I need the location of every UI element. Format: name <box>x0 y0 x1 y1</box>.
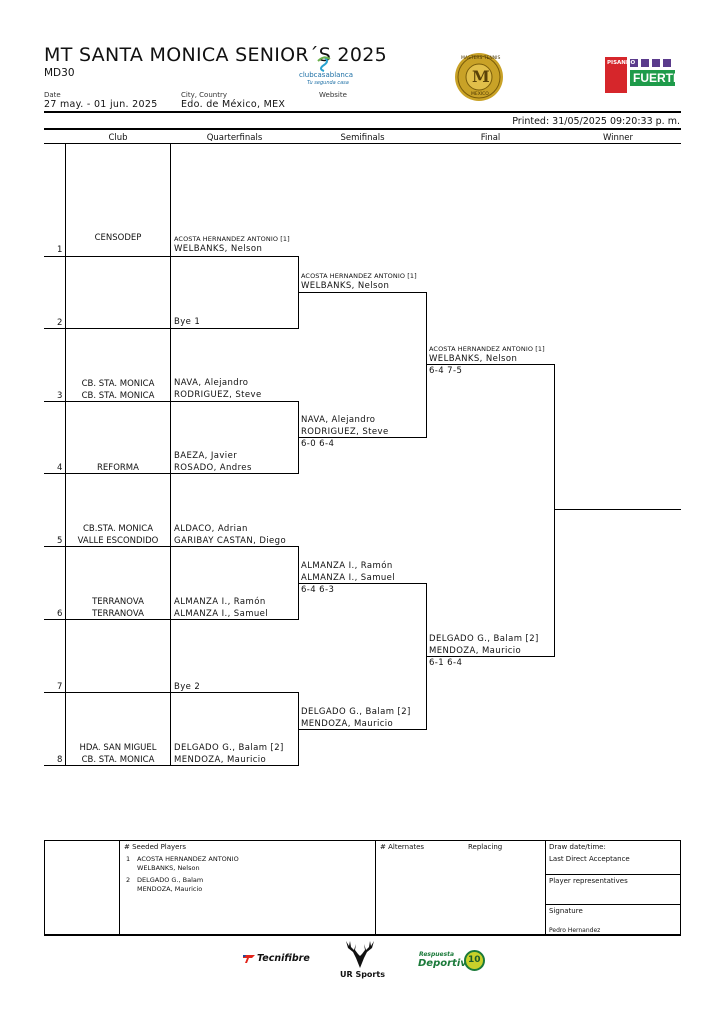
row-2-player-2: Bye 1 <box>174 317 201 327</box>
sf-2-score: 6-0 6-4 <box>301 439 335 449</box>
pisando-text: PISANDO <box>607 60 636 66</box>
row-1-player-1: ACOSTA HERNANDEZ ANTONIO [1] <box>174 235 290 243</box>
row-7-player-2: Bye 2 <box>174 682 201 692</box>
sf-1-player-1: ACOSTA HERNANDEZ ANTONIO [1] <box>301 272 417 280</box>
tournament-title: MT SANTA MONICA SENIOR´S 2025 <box>44 44 387 66</box>
sf-2-player-1: NAVA, Alejandro <box>301 415 376 425</box>
row-3-club-2: CB. STA. MONICA <box>81 391 155 401</box>
final-1-player-2: WELBANKS, Nelson <box>429 354 518 364</box>
sf-4-player-1: DELGADO G., Balam [2] <box>301 707 411 717</box>
sf-2-player-2: RODRIGUEZ, Steve <box>301 427 389 437</box>
row-8-player-1: DELGADO G., Balam [2] <box>174 743 284 753</box>
seeded-2-number: 2 <box>126 876 131 884</box>
fuerte-text: FUERTE <box>633 71 681 85</box>
column-winner: Winner <box>602 133 634 143</box>
row-8-player-2: MENDOZA, Mauricio <box>174 755 267 765</box>
alternates-label: # Alternates <box>380 843 425 851</box>
seeded-players-header: # Seeded Players <box>124 843 186 851</box>
final-1-score: 6-4 7-5 <box>429 366 463 376</box>
deportiva-text: Deportiva <box>418 958 474 969</box>
row-6-club-2: TERRANOVA <box>92 609 144 619</box>
tecnifibre-icon <box>243 955 255 963</box>
seeded-1-player-2: WELBANKS, Nelson <box>137 864 200 872</box>
row-6-player-2: ALMANZA I., Samuel <box>174 609 269 619</box>
city-label: City, Country <box>181 91 227 99</box>
club-casablanca-logo: clubcasablanca Tu segunda casa <box>294 55 354 95</box>
column-quarterfinals: Quarterfinals <box>206 133 263 143</box>
website-label: Website <box>319 91 347 99</box>
row-5-club-2: VALLE ESCONDIDO <box>77 536 159 546</box>
seeded-1-player-1: ACOSTA HERNANDEZ ANTONIO <box>137 855 239 863</box>
seeded-2-player-2: MENDOZA, Mauricio <box>137 885 203 893</box>
masters-seal-bottom: MEXICO <box>471 92 489 97</box>
row-1-player-2: WELBANKS, Nelson <box>174 244 263 254</box>
sf-3-player-1: ALMANZA I., Ramón <box>301 561 393 571</box>
row-3-player-1: NAVA, Alejandro <box>174 378 249 388</box>
final-1-player-1: ACOSTA HERNANDEZ ANTONIO [1] <box>429 345 545 353</box>
sf-3-player-2: ALMANZA I., Samuel <box>301 573 396 583</box>
respuesta-deportiva-logo: Respuesta Deportiva 10 <box>418 949 488 973</box>
city-value: Edo. de México, MEX <box>181 99 286 110</box>
seeded-1-number: 1 <box>126 855 131 863</box>
sf-4-player-2: MENDOZA, Mauricio <box>301 719 394 729</box>
signature-label: Signature <box>549 907 583 915</box>
printed-timestamp: Printed: 31/05/2025 09:20:33 p. m. <box>512 116 680 127</box>
winner-line <box>555 509 681 510</box>
masters-seal-top: MASTERS TENNIS <box>461 56 501 61</box>
date-value: 27 may. - 01 jun. 2025 <box>44 99 158 110</box>
row-1-number: 1 <box>57 245 63 255</box>
row-5-player-2: GARIBAY CASTAN, Diego <box>174 536 287 546</box>
row-6-club-1: TERRANOVA <box>92 597 144 607</box>
row-5-club-1: CB.STA. MONICA <box>82 524 154 534</box>
row-3-number: 3 <box>57 391 63 401</box>
player-representatives-label: Player representatives <box>549 877 628 885</box>
column-semifinals: Semifinals <box>340 133 385 143</box>
row-2-number: 2 <box>57 318 63 328</box>
row-3-player-2: RODRIGUEZ, Steve <box>174 390 262 400</box>
date-label: Date <box>44 91 61 99</box>
respuesta-text: Respuesta <box>419 951 455 958</box>
row-8-club-2: CB. STA. MONICA <box>81 755 155 765</box>
badge-text: 10 <box>468 955 481 965</box>
pisando-fuerte-logo: PISANDO FUERTE <box>605 57 681 93</box>
row-8-number: 8 <box>57 755 63 765</box>
replacing-label: Replacing <box>468 843 503 851</box>
row-5-player-1: ALDACO, Adrian <box>174 524 248 534</box>
tecnifibre-text: Tecnifibre <box>257 953 310 964</box>
final-2-player-1: DELGADO G., Balam [2] <box>429 634 539 644</box>
draw-date-label: Draw date/time: <box>549 843 606 851</box>
signature-name: Pedro Hernandez <box>549 927 601 934</box>
row-3-club-1: CB. STA. MONICA <box>81 379 155 389</box>
row-4-player-1: BAEZA, Javier <box>174 451 238 461</box>
final-2-score: 6-1 6-4 <box>429 658 463 668</box>
club-logo-text: clubcasablanca <box>299 71 354 79</box>
ball-icon <box>464 950 485 971</box>
row-6-player-1: ALMANZA I., Ramón <box>174 597 266 607</box>
sf-3-score: 6-4 6-3 <box>301 585 335 595</box>
row-7-number: 7 <box>57 682 63 692</box>
final-2-player-2: MENDOZA, Mauricio <box>429 646 522 656</box>
seeded-2-player-1: DELGADO G., Balam <box>137 876 204 884</box>
ur-sports-logo: UR Sports <box>340 938 385 982</box>
masters-tennis-seal: M MASTERS TENNIS MEXICO <box>454 52 504 102</box>
row-5-number: 5 <box>57 536 63 546</box>
row-4-number: 4 <box>57 463 63 473</box>
row-1-club-1: CENSODEP <box>94 233 142 243</box>
column-final: Final <box>480 133 501 143</box>
event-code: MD30 <box>44 67 75 79</box>
row-4-player-2: ROSADO, Andres <box>174 463 252 473</box>
club-logo-tagline: Tu segunda casa <box>307 80 349 86</box>
deer-icon <box>346 941 374 968</box>
row-4-club-2: REFORMA <box>97 463 139 473</box>
ur-sports-text: UR Sports <box>340 970 385 979</box>
row-6-number: 6 <box>57 609 63 619</box>
masters-letter: M <box>472 67 490 86</box>
row-8-club-1: HDA. SAN MIGUEL <box>79 743 157 753</box>
last-direct-acceptance-label: Last Direct Acceptance <box>549 855 630 863</box>
column-club: Club <box>108 133 128 143</box>
sf-1-player-2: WELBANKS, Nelson <box>301 281 390 291</box>
